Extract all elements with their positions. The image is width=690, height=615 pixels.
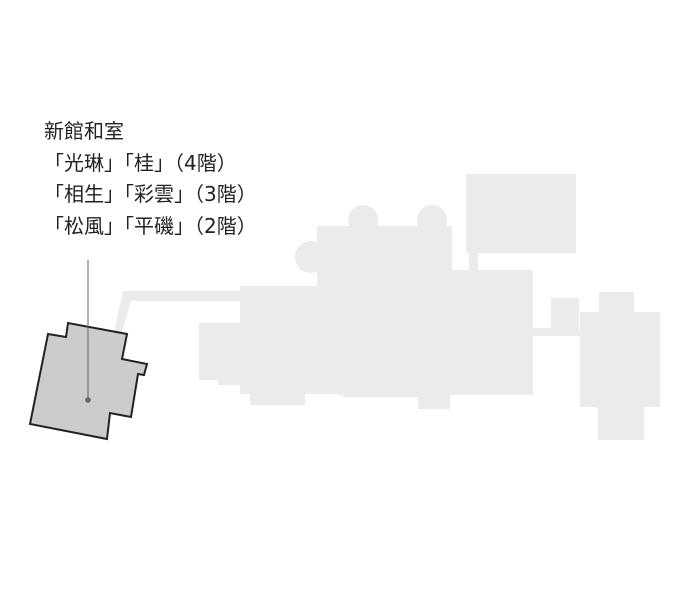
label-title: 新館和室 [44,119,124,143]
east-building [580,312,660,407]
east-small-block [551,298,579,336]
dome-right [417,205,447,235]
room-label: 新館和室 「光琳」「桂」（4階） 「相生」「彩雲」（3階） 「松風」「平磯」（2… [44,116,257,242]
location-marker-dot [85,397,91,403]
tower-block [466,174,576,253]
south-annex [418,380,450,409]
label-room-line-2: 「相生」「彩雲」（3階） [44,182,257,206]
main-building-silhouette [114,174,660,440]
east-building-bottom [598,400,644,440]
west-dome [295,241,327,273]
corridor [114,291,245,332]
east-link [477,328,552,336]
south-block [343,380,421,397]
dome-left [348,205,378,235]
center-east [448,272,478,338]
label-room-line-3: 「松風」「平磯」（2階） [44,213,257,238]
east-building-top [599,292,634,314]
label-room-line-1: 「光琳」「桂」（4階） [44,150,237,175]
east-connector [469,250,478,280]
southwest-block [250,380,305,405]
